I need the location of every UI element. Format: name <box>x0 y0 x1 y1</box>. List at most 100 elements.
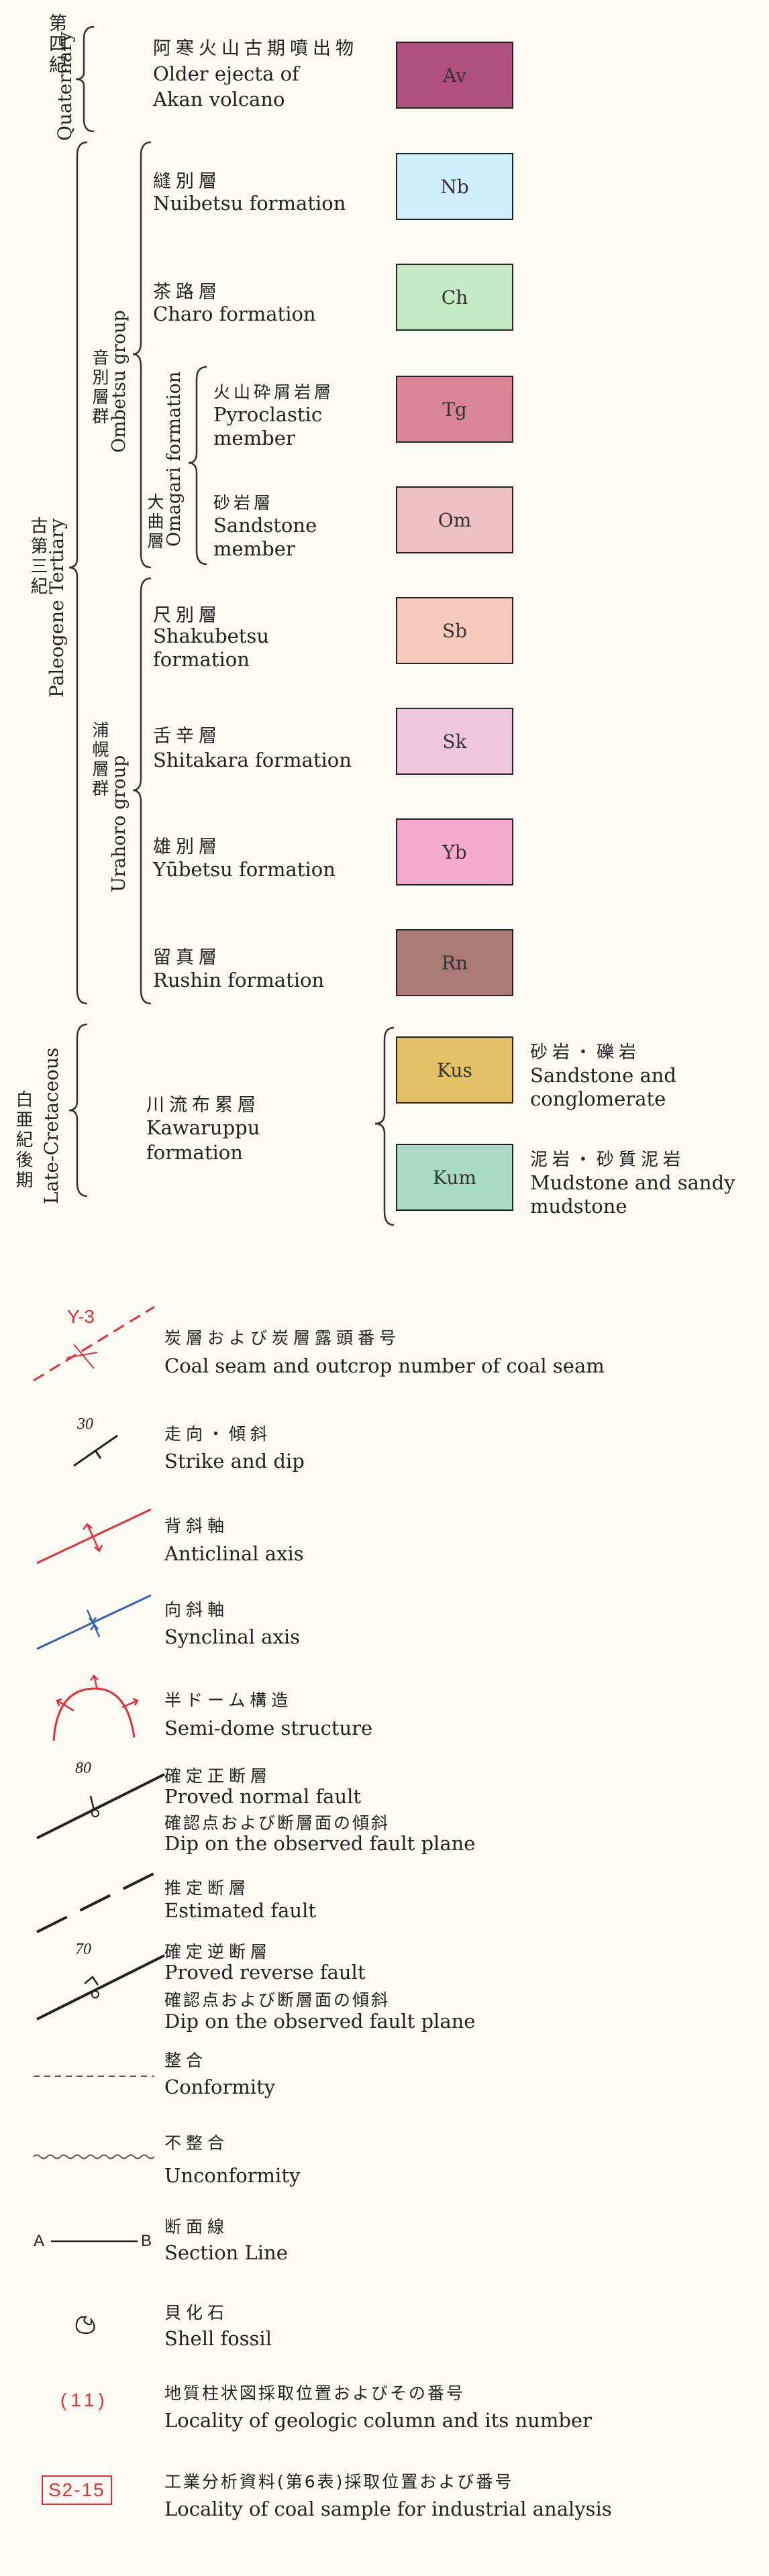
unit-rn-en1: Rushin formation <box>153 969 325 991</box>
strike-dip-en: Strike and dip <box>164 1450 305 1472</box>
coal-sample-tag: S2-15 <box>42 2475 112 2505</box>
strike-dip-jp: 走向・傾斜 <box>164 1424 272 1444</box>
svg-text:70: 70 <box>75 1941 91 1958</box>
unit-kum-swatch: Kum <box>396 1144 513 1211</box>
era-cretaceous-en: Late-Cretaceous <box>40 1047 62 1204</box>
reverse-fault-en: Proved reverse fault <box>164 1961 366 1984</box>
estimated-fault-symbol <box>36 1867 165 1933</box>
group-ombetsu-en: Ombetsu group <box>109 310 130 453</box>
unit-rn-jp: 留真層 <box>153 947 221 968</box>
unit-nb-en1: Nuibetsu formation <box>153 192 346 215</box>
unit-av-en2: Akan volcano <box>153 88 285 111</box>
unit-rn-swatch: Rn <box>396 929 513 996</box>
group-urahoro-jp: 浦幌層群 <box>90 721 109 799</box>
shell-fossil-jp: 貝化石 <box>164 2303 229 2322</box>
kawaruppu-jp: 川流布累層 <box>146 1095 260 1116</box>
geologic-column-en: Locality of geologic column and its numb… <box>164 2409 592 2432</box>
anticline-symbol <box>36 1508 152 1564</box>
group-urahoro-en: Urahoro group <box>109 755 130 892</box>
geologic-column-jp: 地質柱状図採取位置およびその番号 <box>164 2383 466 2403</box>
unit-ch-en1: Charo formation <box>153 303 316 325</box>
unit-yb-jp: 雄別層 <box>153 837 221 857</box>
unconformity-jp: 不整合 <box>164 2133 229 2153</box>
svg-text:Y-3: Y-3 <box>67 1306 95 1327</box>
svg-text:B: B <box>141 2232 152 2250</box>
unit-sb-jp: 尺別層 <box>153 605 221 626</box>
section-line-symbol: A B <box>34 2232 152 2250</box>
coal-sample-jp: 工業分析資料(第6表)採取位置および番号 <box>164 2472 514 2491</box>
normal-fault-jp2: 確認点および断層面の傾斜 <box>164 1813 391 1833</box>
unit-kum-en1: Mudstone and sandy <box>530 1171 735 1194</box>
unit-sk-en1: Shitakara formation <box>153 749 352 771</box>
unit-av-en1: Older ejecta of <box>153 62 299 85</box>
coal-seam-symbol: Y-3 <box>33 1305 155 1382</box>
unit-tg-en1: Pyroclastic <box>213 403 323 426</box>
normal-fault-en: Proved normal fault <box>164 1785 362 1808</box>
era-cretaceous-jp: 白亜紀後期 <box>13 1090 33 1191</box>
unit-om-en1: Sandstone <box>213 514 317 537</box>
unit-kus-swatch: Kus <box>396 1036 513 1104</box>
section-line-en: Section Line <box>164 2241 288 2264</box>
group-omagari-bracket <box>188 366 207 566</box>
unconformity-symbol <box>33 2154 155 2159</box>
unit-ch-jp: 茶路層 <box>153 282 221 303</box>
anticline-en: Anticlinal axis <box>164 1542 304 1565</box>
unit-nb-swatch: Nb <box>396 153 513 220</box>
unit-om-swatch: Om <box>396 486 513 553</box>
unit-sb-swatch: Sb <box>396 597 513 664</box>
era-tertiary-jp: 古第三紀 <box>28 517 48 597</box>
unit-sk-swatch: Sk <box>396 708 513 775</box>
era-cretaceous-bracket <box>68 1023 88 1197</box>
shell-fossil-icon <box>75 2316 95 2334</box>
unit-om-jp: 砂岩層 <box>213 493 274 513</box>
group-ombetsu-jp: 音別層群 <box>90 349 109 427</box>
semi-dome-en: Semi-dome structure <box>164 1717 373 1739</box>
coal-seam-en: Coal seam and outcrop number of coal sea… <box>164 1354 605 1377</box>
svg-text:A: A <box>34 2232 44 2250</box>
section-line-jp: 断面線 <box>164 2217 229 2237</box>
unit-om-en2: member <box>213 537 295 560</box>
unconformity-en: Unconformity <box>164 2164 301 2187</box>
conformity-jp: 整合 <box>164 2051 208 2070</box>
unit-kus-en2: conglomerate <box>530 1087 666 1110</box>
group-omagari-en: Omagari formation <box>164 371 185 547</box>
svg-text:30: 30 <box>76 1415 93 1433</box>
unit-kum-jp: 泥岩・砂質泥岩 <box>530 1150 686 1170</box>
era-quaternary-bracket <box>75 25 95 133</box>
semi-dome-symbol <box>52 1674 139 1741</box>
coal-sample-en: Locality of coal sample for industrial a… <box>164 2498 612 2520</box>
estimated-fault-jp: 推定断層 <box>164 1878 251 1898</box>
unit-ch-swatch: Ch <box>396 264 513 331</box>
estimated-fault-en: Estimated fault <box>164 1899 316 1922</box>
unit-kus-en1: Sandstone and <box>530 1064 676 1087</box>
conformity-en: Conformity <box>164 2076 276 2098</box>
reverse-fault-symbol: 70 <box>36 1941 165 2021</box>
unit-sb-en2: formation <box>153 648 250 671</box>
shell-fossil-en: Shell fossil <box>164 2327 272 2350</box>
syncline-symbol <box>36 1594 152 1650</box>
syncline-en: Synclinal axis <box>164 1625 300 1648</box>
syncline-jp: 向斜軸 <box>164 1600 229 1619</box>
unit-kus-jp: 砂岩・礫岩 <box>530 1042 642 1063</box>
group-ombetsu-bracket <box>132 141 152 569</box>
reverse-fault-jp: 確定逆断層 <box>164 1942 272 1962</box>
reverse-fault-en2: Dip on the observed fault plane <box>164 2010 476 2033</box>
reverse-fault-jp2: 確認点および断層面の傾斜 <box>164 1990 391 2010</box>
kawaruppu-en1: Kawaruppu <box>146 1116 260 1139</box>
unit-kum-en2: mudstone <box>530 1195 627 1218</box>
unit-yb-swatch: Yb <box>396 818 513 885</box>
semi-dome-jp: 半ドーム構造 <box>164 1690 293 1710</box>
geologic-column-tag: (11) <box>60 2390 109 2410</box>
era-quaternary-en: Quaternary <box>54 32 76 141</box>
kawaruppu-en2: formation <box>146 1141 243 1164</box>
unit-av-swatch: Av <box>396 42 513 109</box>
era-tertiary-en: Paleogene Tertiary <box>46 518 68 698</box>
coal-seam-jp: 炭層および炭層露頭番号 <box>164 1328 401 1348</box>
era-quaternary-jp: 第四紀 <box>46 13 66 76</box>
unit-yb-en1: Yūbetsu formation <box>153 858 336 881</box>
normal-fault-symbol: 80 <box>36 1760 165 1839</box>
strike-dip-symbol: 30 <box>73 1415 118 1467</box>
unit-tg-en2: member <box>213 427 295 449</box>
anticline-jp: 背斜軸 <box>164 1516 229 1536</box>
kawaruppu-bracket <box>374 1026 395 1226</box>
